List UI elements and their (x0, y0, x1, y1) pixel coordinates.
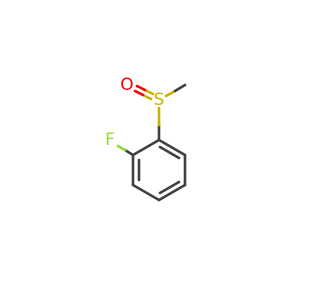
sulfur-methyl-bond (164, 83, 187, 98)
oxygen-atom-label: O (120, 75, 133, 95)
sulfur-oxygen-double-bond (133, 84, 155, 101)
ring-double-bond-2 (158, 180, 181, 195)
benzene-ring (131, 138, 187, 202)
sulfur-atom-label: S (154, 90, 165, 110)
carbon-fluorine-bond (116, 144, 135, 157)
ring-bond-1-2 (157, 138, 187, 157)
ring-bond-3-4 (157, 183, 187, 202)
ring-bond-4-5 (131, 183, 161, 202)
ring-bond-6-1 (131, 138, 161, 157)
molecule-diagram: F S O (105, 75, 187, 202)
fluorine-atom-label: F (105, 130, 115, 150)
ring-double-bond-1 (158, 145, 181, 160)
